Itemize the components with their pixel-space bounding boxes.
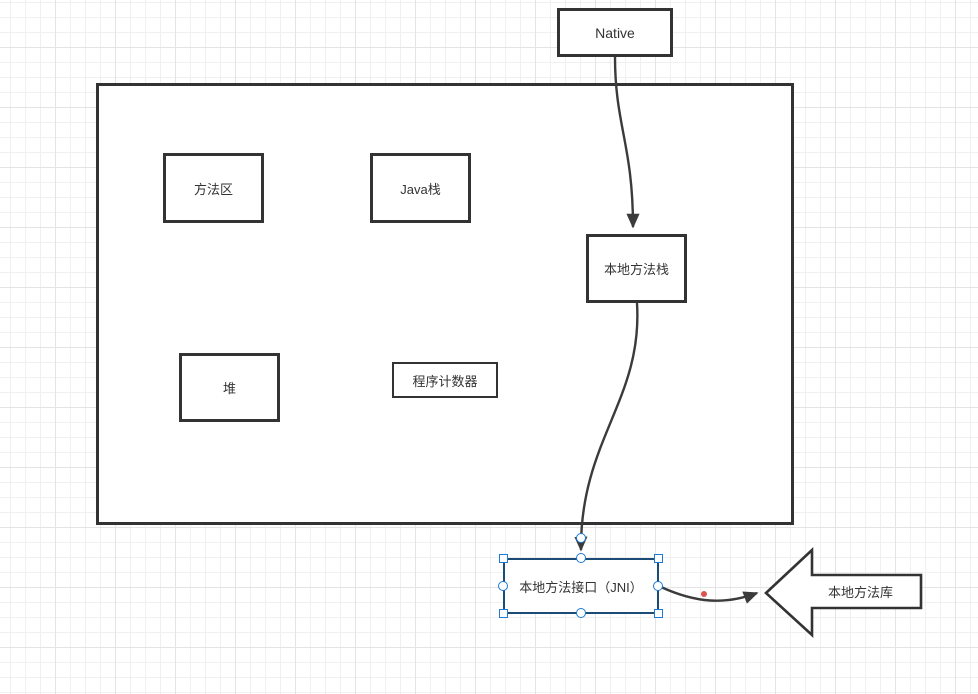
node-jni-label: 本地方法接口（JNI） — [519, 579, 643, 595]
node-method-area-label: 方法区 — [193, 181, 233, 197]
node-native-label: Native — [595, 24, 635, 41]
selection-handle-right-middle[interactable] — [653, 581, 663, 591]
node-method-area[interactable]: 方法区 — [163, 153, 264, 223]
edge-jni-to-native-lib[interactable] — [660, 585, 759, 604]
connection-point-dot — [701, 591, 707, 597]
runtime-area-container[interactable] — [96, 83, 794, 525]
selection-handle-bottom-middle[interactable] — [576, 608, 586, 618]
node-heap-label: 堆 — [222, 381, 236, 396]
node-java-stack[interactable]: Java栈 — [370, 153, 471, 223]
selection-handle-top-right[interactable] — [654, 554, 663, 563]
node-native[interactable]: Native — [557, 8, 673, 57]
edge-endpoint-handle[interactable] — [576, 533, 586, 543]
node-native-method-stack-label: 本地方法栈 — [603, 262, 669, 277]
selection-handle-top-middle[interactable] — [576, 553, 586, 563]
selection-handle-left-middle[interactable] — [498, 581, 508, 591]
node-program-counter-label: 程序计数器 — [412, 373, 478, 389]
native-lib-arrow-shape[interactable] — [764, 547, 923, 638]
edge-native-to-native-method-stack[interactable] — [613, 56, 640, 229]
node-native-lib-label: 本地方法库 — [827, 585, 893, 600]
node-native-method-stack[interactable]: 本地方法栈 — [586, 234, 687, 303]
node-heap[interactable]: 堆 — [179, 353, 280, 422]
edge-native-method-stack-to-jni[interactable] — [574, 302, 639, 552]
node-jni[interactable]: 本地方法接口（JNI） — [503, 558, 659, 614]
node-java-stack-label: Java栈 — [400, 181, 441, 197]
node-program-counter[interactable]: 程序计数器 — [392, 362, 498, 398]
node-native-lib-label-wrap[interactable]: 本地方法库 — [800, 575, 921, 608]
selection-handle-bottom-left[interactable] — [499, 609, 508, 618]
selection-handle-bottom-right[interactable] — [654, 609, 663, 618]
selection-handle-top-left[interactable] — [499, 554, 508, 563]
